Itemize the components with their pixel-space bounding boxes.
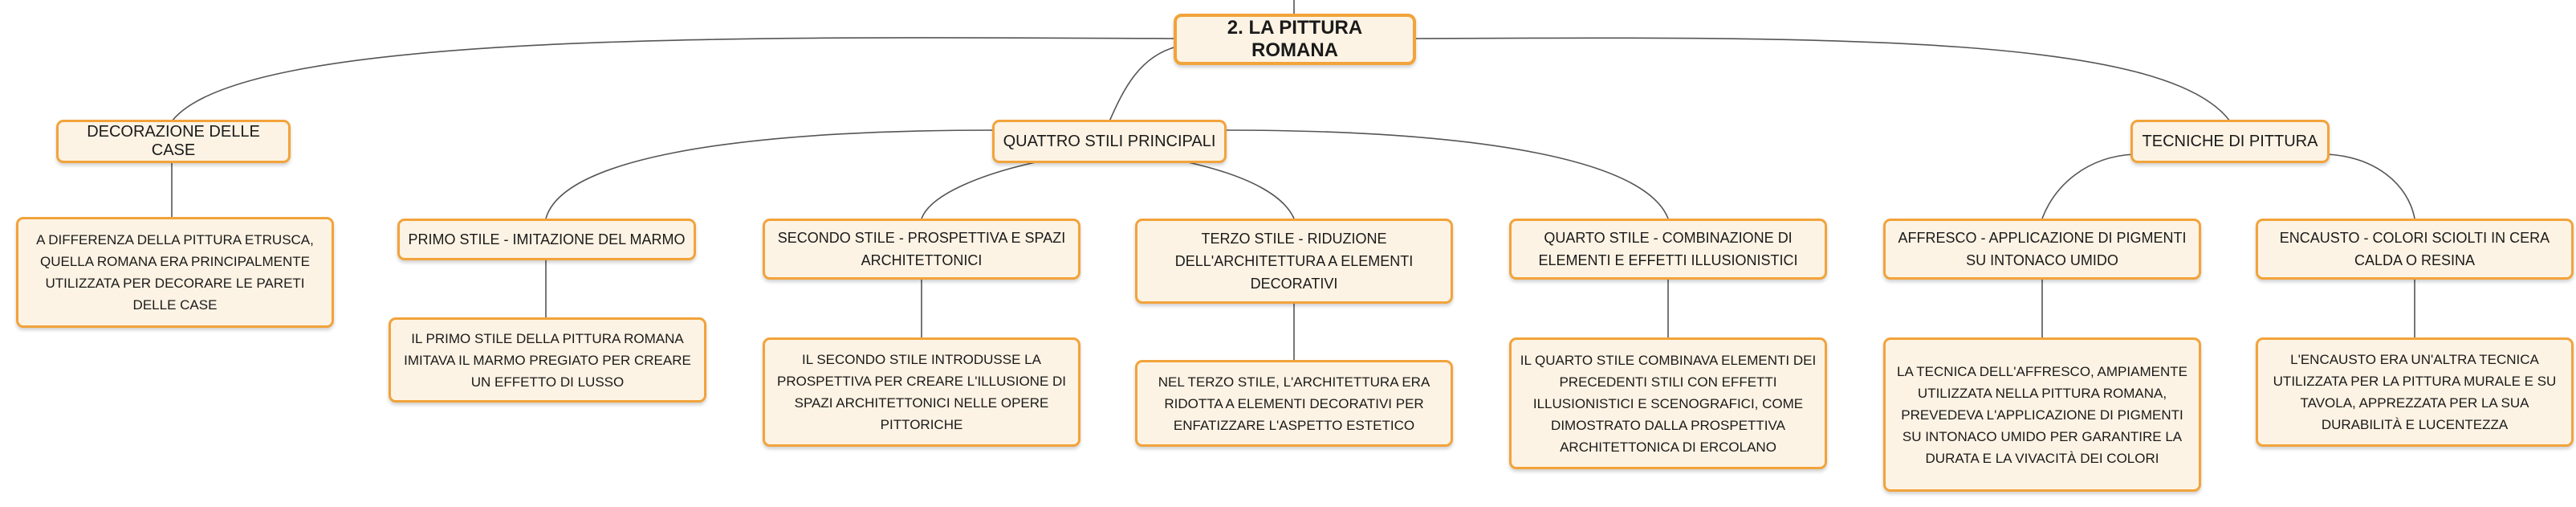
- tecnica-affresco-text-node[interactable]: LA TECNICA DELL'AFFRESCO, AMPIAMENTE UTI…: [1883, 337, 2201, 492]
- decorazione-text-node[interactable]: A DIFFERENZA DELLA PITTURA ETRUSCA, QUEL…: [16, 217, 334, 328]
- connector-tecniche-affresco: [2041, 153, 2134, 219]
- category-decorazione-label: DECORAZIONE DELLE CASE: [87, 123, 260, 159]
- connector-stili-secondo: [921, 162, 1036, 219]
- stile-secondo-text: IL SECONDO STILE INTRODUSSE LA PROSPETTI…: [776, 352, 1067, 432]
- connector-root-tecniche: [1414, 37, 2231, 122]
- stile-primo-title: PRIMO STILE - IMITAZIONE DEL MARMO: [408, 231, 686, 247]
- category-stili-label: QUATTRO STILI PRINCIPALI: [1003, 132, 1216, 150]
- connector-tecniche-encausto: [2326, 153, 2415, 219]
- stile-primo-text-node[interactable]: IL PRIMO STILE DELLA PITTURA ROMANA IMIT…: [389, 317, 706, 403]
- tecnica-affresco-text: LA TECNICA DELL'AFFRESCO, AMPIAMENTE UTI…: [1897, 363, 2187, 466]
- stile-secondo-node[interactable]: SECONDO STILE - PROSPETTIVA E SPAZI ARCH…: [763, 219, 1080, 280]
- stile-secondo-text-node[interactable]: IL SECONDO STILE INTRODUSSE LA PROSPETTI…: [763, 337, 1080, 447]
- connector-root-stili: [1109, 46, 1178, 122]
- stile-terzo-text: NEL TERZO STILE, L'ARCHITETTURA ERA RIDO…: [1158, 374, 1430, 433]
- tecnica-encausto-node[interactable]: ENCAUSTO - COLORI SCIOLTI IN CERA CALDA …: [2256, 219, 2574, 280]
- tecnica-affresco-title: AFFRESCO - APPLICAZIONE DI PIGMENTI SU I…: [1898, 230, 2187, 268]
- connector-stili-primo: [545, 129, 996, 219]
- stile-quarto-text-node[interactable]: IL QUARTO STILE COMBINAVA ELEMENTI DEI P…: [1509, 337, 1827, 469]
- tecnica-encausto-text: L'ENCAUSTO ERA UN'ALTRA TECNICA UTILIZZA…: [2273, 352, 2557, 432]
- category-stili[interactable]: QUATTRO STILI PRINCIPALI: [992, 120, 1227, 163]
- stile-quarto-text: IL QUARTO STILE COMBINAVA ELEMENTI DEI P…: [1520, 352, 1817, 455]
- decorazione-text: A DIFFERENZA DELLA PITTURA ETRUSCA, QUEL…: [36, 232, 314, 313]
- connector-root-decorazione: [171, 37, 1178, 122]
- stile-primo-node[interactable]: PRIMO STILE - IMITAZIONE DEL MARMO: [397, 219, 696, 260]
- stile-terzo-text-node[interactable]: NEL TERZO STILE, L'ARCHITETTURA ERA RIDO…: [1135, 360, 1453, 447]
- category-tecniche-label: TECNICHE DI PITTURA: [2142, 132, 2318, 150]
- connector-stili-terzo: [1187, 162, 1295, 219]
- tecnica-affresco-node[interactable]: AFFRESCO - APPLICAZIONE DI PIGMENTI SU I…: [1883, 219, 2201, 280]
- tecnica-encausto-text-node[interactable]: L'ENCAUSTO ERA UN'ALTRA TECNICA UTILIZZA…: [2256, 337, 2574, 447]
- stile-terzo-node[interactable]: TERZO STILE - RIDUZIONE DELL'ARCHITETTUR…: [1135, 219, 1453, 304]
- connector-stili-quarto: [1223, 129, 1669, 219]
- stile-quarto-node[interactable]: QUARTO STILE - COMBINAZIONE DI ELEMENTI …: [1509, 219, 1827, 280]
- category-decorazione[interactable]: DECORAZIONE DELLE CASE: [56, 120, 291, 163]
- tecnica-encausto-title: ENCAUSTO - COLORI SCIOLTI IN CERA CALDA …: [2279, 230, 2550, 268]
- stile-terzo-title: TERZO STILE - RIDUZIONE DELL'ARCHITETTUR…: [1174, 231, 1414, 292]
- stile-quarto-title: QUARTO STILE - COMBINAZIONE DI ELEMENTI …: [1538, 230, 1798, 268]
- root-label: 2. LA PITTURA ROMANA: [1227, 17, 1363, 61]
- stile-primo-text: IL PRIMO STILE DELLA PITTURA ROMANA IMIT…: [404, 330, 691, 390]
- category-tecniche[interactable]: TECNICHE DI PITTURA: [2130, 120, 2330, 163]
- stile-secondo-title: SECONDO STILE - PROSPETTIVA E SPAZI ARCH…: [777, 230, 1066, 268]
- root-node[interactable]: 2. LA PITTURA ROMANA: [1174, 14, 1416, 65]
